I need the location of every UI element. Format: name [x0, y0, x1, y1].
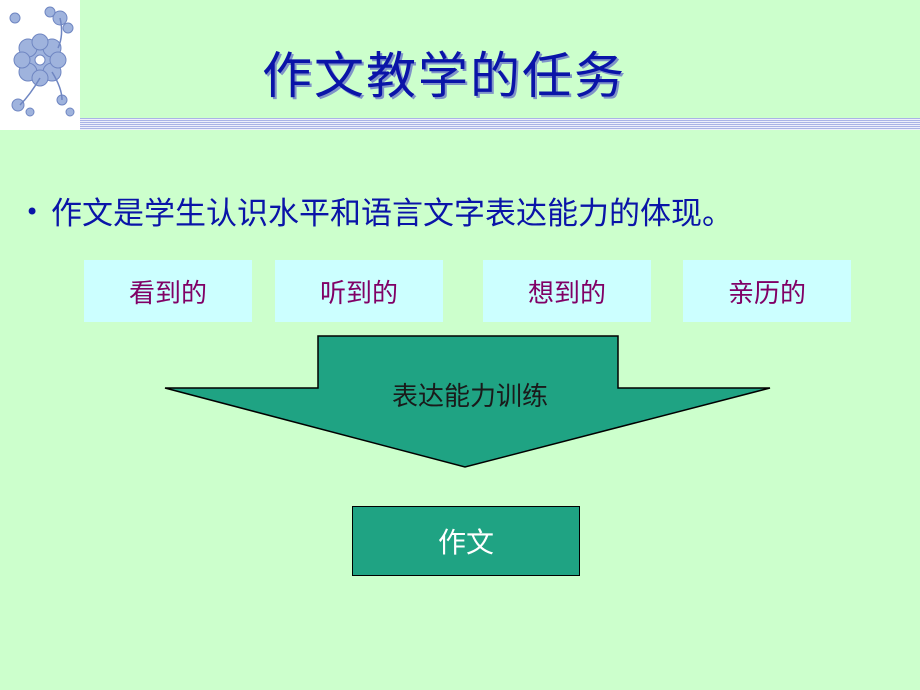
flower-ornament-icon	[0, 0, 80, 130]
header-stripes	[80, 118, 920, 130]
slide-title: 作文教学的任务	[262, 47, 626, 105]
box-experienced: 亲历的	[683, 260, 851, 322]
header-band	[0, 0, 920, 130]
result-box: 作文	[352, 506, 580, 576]
down-arrow-icon	[164, 335, 771, 468]
bullet-text: 作文是学生认识水平和语言文字表达能力的体现。	[51, 196, 733, 232]
arrow-label: 表达能力训练	[391, 382, 548, 412]
box-thought: 想到的	[483, 260, 651, 322]
bullet-item: • 作文是学生认识水平和语言文字表达能力的体现。	[25, 188, 733, 233]
box-seen: 看到的	[84, 260, 252, 322]
box-heard: 听到的	[275, 260, 443, 322]
bullet-dot-icon: •	[25, 198, 40, 226]
